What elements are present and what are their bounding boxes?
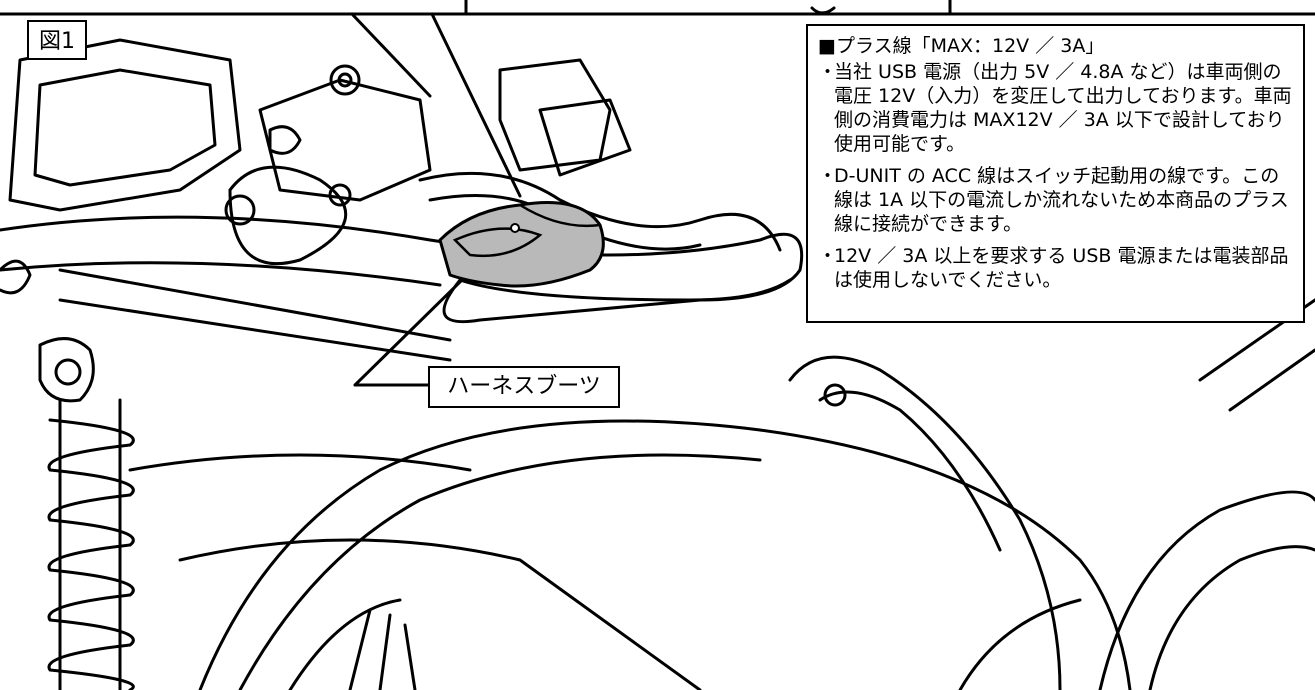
bolt-top — [329, 64, 361, 96]
spokes — [348, 608, 417, 690]
rear-fender-inner — [238, 453, 762, 690]
relay-block — [498, 58, 612, 172]
tail-light — [1098, 490, 1315, 690]
bolt-top-inner — [337, 72, 353, 88]
header-arc — [810, 6, 836, 15]
harness-boot-fold — [519, 203, 601, 228]
bullet-dot: ・ — [818, 245, 838, 267]
wire-loop — [228, 165, 348, 266]
harness-boot-loop — [452, 227, 543, 257]
nut-mid — [328, 183, 352, 207]
bullet-dot: ・ — [818, 61, 838, 83]
leader-dot — [510, 223, 520, 233]
notes-list: ・当社 USB 電源（出力 5V ／ 4.8A など）は車両側の電圧 12V（入… — [818, 60, 1295, 292]
notes-panel: ■プラス線「MAX：12V ／ 3A」 ・当社 USB 電源（出力 5V ／ 4… — [806, 24, 1305, 323]
leader-line-a — [350, 12, 432, 98]
harness-boot-callout: ハーネスブーツ — [428, 366, 620, 408]
bullet-dot: ・ — [818, 165, 838, 187]
leader-line-b — [430, 12, 522, 198]
frame-diagonal-2 — [58, 298, 452, 362]
harness-boot — [438, 201, 605, 288]
tail-cowl — [958, 598, 1082, 690]
harness-bundle — [418, 171, 782, 252]
shock-spring — [47, 418, 135, 690]
frame-tube-lower — [0, 261, 442, 287]
clip-round — [224, 194, 256, 226]
grab-rail-bolt — [823, 383, 847, 407]
grab-rail-inner — [818, 390, 1002, 552]
ring-terminal — [268, 125, 302, 155]
notes-item: ・当社 USB 電源（出力 5V ／ 4.8A など）は車両側の電圧 12V（入… — [818, 60, 1295, 156]
tail-light-2 — [1148, 545, 1315, 690]
frame-tube-upper — [0, 215, 804, 324]
grab-rail — [788, 355, 1062, 690]
bracket-plate — [258, 78, 432, 202]
notes-item-text: D-UNIT の ACC 線はスイッチ起動用の線です。この線は 1A 以下の電流… — [834, 165, 1289, 235]
swing-arm — [128, 453, 472, 472]
battery-box — [8, 38, 242, 212]
notes-item-text: 12V ／ 3A 以上を要求する USB 電源または電装部品は使用しないでくださ… — [834, 245, 1289, 291]
shock-bolt — [54, 358, 82, 386]
rear-fender — [198, 419, 1132, 690]
notes-item: ・12V ／ 3A 以上を要求する USB 電源または電装部品は使用しないでくだ… — [818, 244, 1295, 292]
frame-diagonal — [58, 268, 452, 342]
seat-rail — [458, 278, 792, 302]
chain-line — [178, 538, 702, 690]
notes-item: ・D-UNIT の ACC 線はスイッチ起動用の線です。この線は 1A 以下の電… — [818, 164, 1295, 236]
notes-item-text: 当社 USB 電源（出力 5V ／ 4.8A など）は車両側の電圧 12V（入力… — [834, 61, 1292, 155]
notes-title: ■プラス線「MAX：12V ／ 3A」 — [818, 35, 1105, 57]
wheel-arc — [288, 598, 402, 690]
shock-top-mount — [38, 337, 95, 403]
battery-box-inner — [33, 68, 217, 187]
figure-label: 図1 — [27, 20, 87, 60]
frame-circle-left — [0, 259, 32, 295]
relay-block-2 — [538, 98, 632, 177]
